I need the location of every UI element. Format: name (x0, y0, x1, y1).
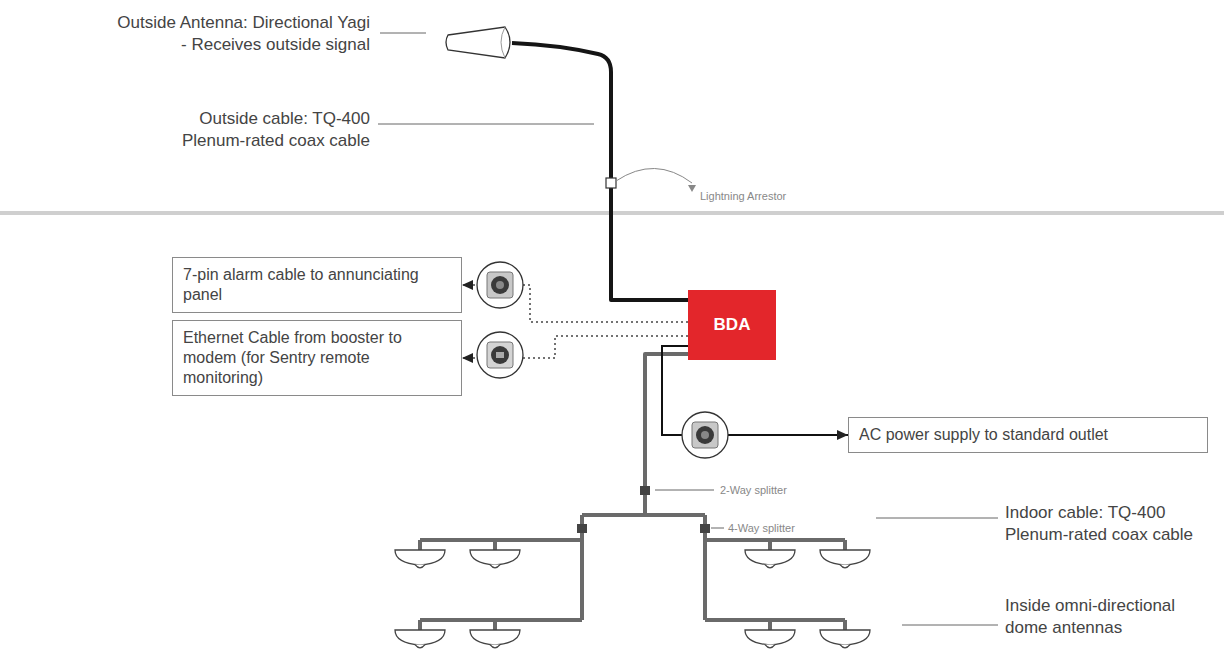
connector-icon (491, 276, 509, 294)
dome-antenna (395, 550, 870, 648)
label-text: Lightning Arrestor (700, 189, 830, 203)
splitter (577, 524, 587, 533)
callout-label: Lightning Arrestor (700, 189, 830, 203)
node-text: BDA (714, 315, 751, 335)
dome-antenna (820, 630, 870, 648)
callout-label: 2-Way splitter (720, 483, 850, 497)
lightning-arrestor (606, 178, 616, 188)
leader-line (378, 33, 998, 625)
dome-antenna (820, 550, 870, 568)
outside-coax-cable (512, 43, 688, 300)
connector-icon (496, 281, 504, 289)
callout-label: Indoor cable: TQ-400 Plenum-rated coax c… (1005, 502, 1215, 546)
connector-icon (477, 262, 523, 308)
leader-line (902, 625, 998, 626)
dome-antenna (745, 550, 795, 568)
splitter (700, 524, 710, 533)
callout-label: 4-Way splitter (728, 521, 858, 535)
connector-icon (682, 412, 728, 458)
cable-box: 7-pin alarm cable to annunciating panel (172, 257, 462, 313)
leader-line (378, 124, 594, 125)
leader-line (711, 528, 724, 529)
lightning-arrestor (606, 168, 696, 192)
connector-icon (701, 431, 709, 439)
yagi-antenna (446, 27, 510, 58)
leader-line (655, 490, 714, 491)
leader-line (380, 33, 426, 34)
callout-label: Outside Antenna: Directional Yagi - Rece… (115, 12, 370, 56)
connector-icon (477, 262, 523, 308)
node-text: Ethernet Cable from booster to modem (fo… (183, 328, 451, 388)
node-text: AC power supply to standard outlet (859, 425, 1197, 445)
connector-icon (477, 332, 523, 378)
cable-box: Ethernet Cable from booster to modem (fo… (172, 320, 462, 396)
splitter (640, 486, 650, 495)
label-text: Outside Antenna: Directional Yagi - Rece… (115, 12, 370, 56)
dome-antenna (395, 630, 445, 648)
label-text: Inside omni-directional dome antennas (1005, 595, 1215, 639)
indoor-coax-cable (420, 515, 582, 620)
dome-antenna (470, 630, 520, 648)
yagi-antenna (501, 27, 505, 58)
dome-antenna (470, 550, 520, 568)
connector-icon (696, 426, 714, 444)
connector-icon (487, 272, 513, 298)
connector-icon (491, 346, 509, 364)
indoor-coax-cable (582, 513, 705, 517)
splitter (577, 486, 710, 533)
connector-icon (487, 342, 513, 368)
label-text: Indoor cable: TQ-400 Plenum-rated coax c… (1005, 502, 1215, 546)
booster-box: BDA (688, 290, 776, 360)
callout-label: Outside cable: TQ-400 Plenum-rated coax … (160, 108, 370, 152)
label-text: Outside cable: TQ-400 Plenum-rated coax … (160, 108, 370, 152)
power-box: AC power supply to standard outlet (848, 417, 1208, 453)
dome-antenna (745, 630, 795, 648)
connector-icon (692, 422, 718, 448)
label-text: 2-Way splitter (720, 483, 850, 497)
callout-label: Inside omni-directional dome antennas (1005, 595, 1215, 639)
connector-icon (496, 352, 504, 358)
yagi-antenna (446, 27, 510, 58)
dome-antenna (395, 550, 445, 568)
node-text: 7-pin alarm cable to annunciating panel (183, 265, 451, 305)
lightning-arrestor (616, 168, 692, 183)
lightning-arrestor (688, 185, 696, 192)
label-text: 4-Way splitter (728, 521, 858, 535)
connector-icon (682, 412, 728, 458)
connector-icon (477, 332, 523, 378)
leader-line (876, 518, 998, 519)
